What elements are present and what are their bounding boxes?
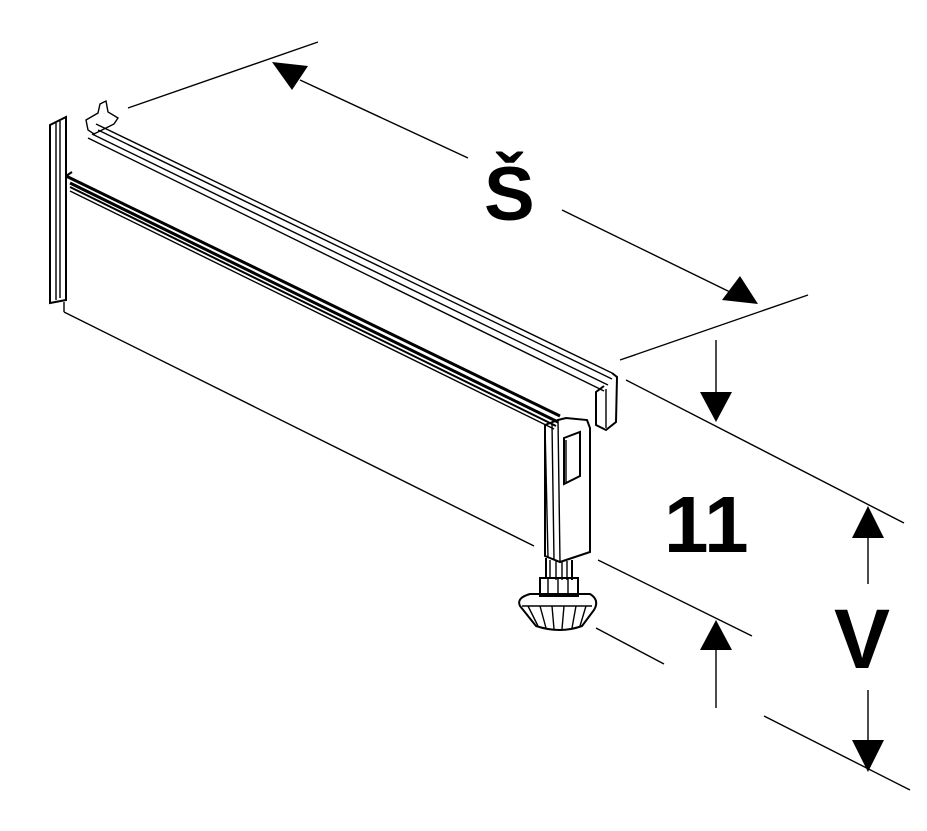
width-extension-right	[619, 294, 809, 361]
right-bracket	[544, 416, 591, 564]
panel-bottom-edge	[63, 311, 535, 547]
adjustable-foot	[518, 558, 598, 631]
upper-rail	[95, 123, 613, 374]
bracket-window	[563, 430, 581, 486]
total-height-dimension: V	[763, 506, 911, 791]
left-end-cap	[49, 115, 67, 305]
width-arrow-right	[722, 276, 758, 304]
height-extension-bottom	[763, 715, 911, 791]
height-extension-foot	[595, 627, 665, 665]
width-arrow-left	[272, 62, 308, 90]
plinth-height-dimension: 11	[595, 340, 905, 708]
height-extension-top	[625, 379, 905, 524]
total-height-label: V	[834, 592, 890, 686]
width-dimension: Š	[127, 41, 809, 361]
height-arrow-top	[852, 506, 884, 538]
width-label: Š	[484, 152, 535, 237]
down-arrow-upper	[700, 392, 732, 422]
height-extension-mid	[597, 559, 753, 637]
height-arrow-bottom	[852, 740, 884, 772]
top-clip	[85, 99, 119, 135]
plinth-height-value: 11	[664, 480, 749, 569]
width-extension-left	[127, 41, 319, 109]
upper-rail-end	[595, 372, 619, 432]
panel-top-lip	[65, 174, 561, 418]
plinth-panel	[49, 99, 619, 564]
up-arrow-lower	[700, 620, 732, 650]
foot-base	[518, 593, 598, 631]
